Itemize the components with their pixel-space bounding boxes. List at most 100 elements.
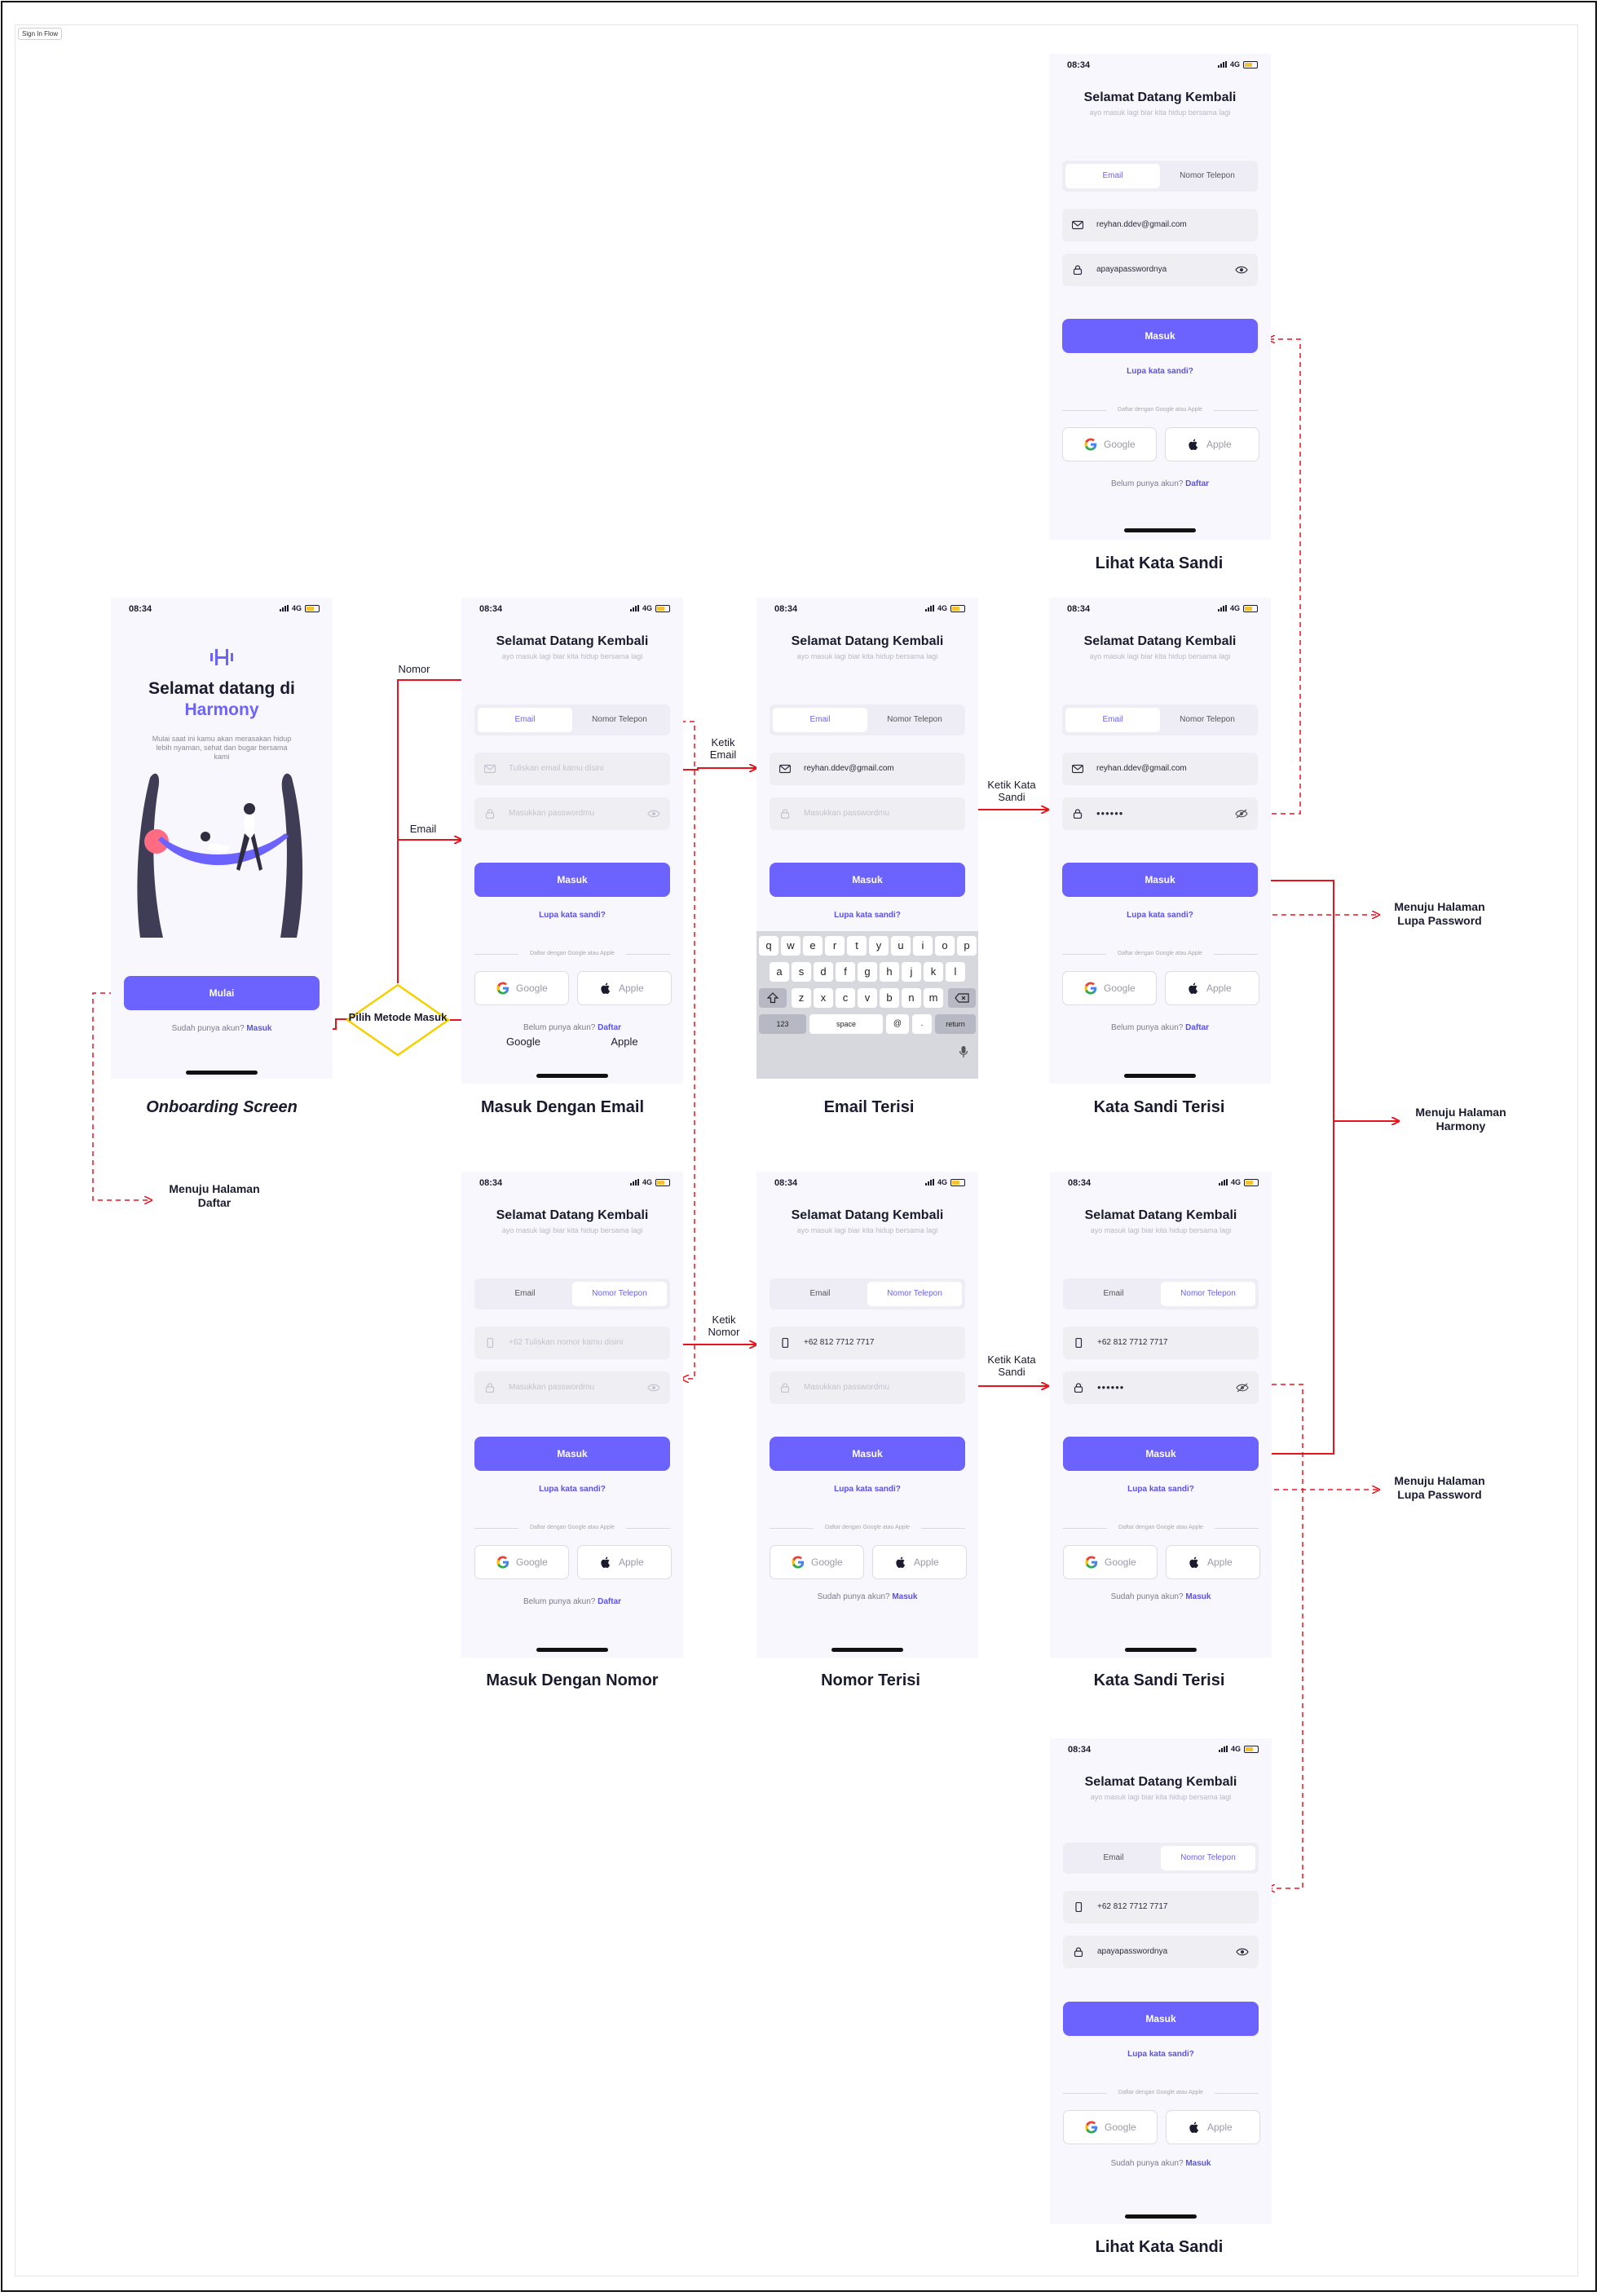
- password-field[interactable]: ••••••: [1062, 797, 1258, 830]
- start-button[interactable]: Mulai: [124, 976, 320, 1010]
- return-key[interactable]: return: [935, 1014, 976, 1034]
- register-link[interactable]: Daftar: [598, 1023, 622, 1032]
- forgot-password-link[interactable]: Lupa kata sandi?: [1127, 367, 1193, 376]
- login-button[interactable]: Masuk: [474, 1437, 670, 1471]
- dot-key[interactable]: .: [912, 1014, 932, 1034]
- apple-button[interactable]: Apple: [872, 1545, 967, 1579]
- google-button[interactable]: Google: [1062, 427, 1157, 461]
- key-n[interactable]: n: [902, 988, 921, 1008]
- tab-phone[interactable]: Nomor Telepon: [1180, 715, 1235, 724]
- tab-phone[interactable]: Nomor Telepon: [867, 1282, 962, 1306]
- password-field[interactable]: apayapasswordnya: [1063, 1936, 1259, 1968]
- password-field[interactable]: Masukkan passwordmu: [770, 1371, 965, 1404]
- key-o[interactable]: o: [935, 936, 955, 956]
- eye-off-icon[interactable]: [1236, 1383, 1249, 1393]
- forgot-password-link[interactable]: Lupa kata sandi?: [1127, 1485, 1194, 1494]
- password-field[interactable]: apayapasswordnya: [1062, 254, 1258, 286]
- password-field[interactable]: ••••••: [1063, 1371, 1259, 1404]
- key-f[interactable]: f: [836, 962, 855, 982]
- phone-field[interactable]: +62 812 7712 7717: [1063, 1327, 1259, 1359]
- register-link[interactable]: Daftar: [1185, 479, 1210, 488]
- space-key[interactable]: space: [809, 1014, 883, 1034]
- tab-email[interactable]: Email: [809, 1289, 831, 1298]
- key-p[interactable]: p: [957, 936, 977, 956]
- key-d[interactable]: d: [814, 962, 833, 982]
- key-x[interactable]: x: [814, 988, 833, 1008]
- eye-icon[interactable]: [1235, 265, 1248, 275]
- apple-button[interactable]: Apple: [1165, 971, 1259, 1005]
- forgot-password-link[interactable]: Lupa kata sandi?: [539, 1485, 606, 1494]
- login-link[interactable]: Masuk: [892, 1592, 918, 1601]
- key-y[interactable]: y: [869, 936, 889, 956]
- tab-email[interactable]: Email: [478, 708, 572, 732]
- tab-phone[interactable]: Nomor Telepon: [572, 1282, 667, 1306]
- password-field[interactable]: Masukkan passwordmu: [474, 797, 670, 830]
- key-q[interactable]: q: [759, 936, 778, 956]
- email-field[interactable]: Tuliskan email kamu disini: [474, 753, 670, 785]
- email-field[interactable]: reyhan.ddev@gmail.com: [1062, 209, 1258, 241]
- password-field[interactable]: Masukkan passwordmu: [770, 797, 965, 830]
- key-k[interactable]: k: [924, 962, 943, 982]
- forgot-password-link[interactable]: Lupa kata sandi?: [1127, 911, 1193, 920]
- key-w[interactable]: w: [781, 936, 800, 956]
- shift-key[interactable]: [759, 988, 787, 1008]
- google-button[interactable]: Google: [770, 1545, 864, 1579]
- register-link[interactable]: Daftar: [598, 1597, 622, 1606]
- at-key[interactable]: @: [886, 1014, 909, 1034]
- key-r[interactable]: r: [825, 936, 845, 956]
- phone-field[interactable]: +62 812 7712 7717: [1063, 1891, 1259, 1923]
- google-button[interactable]: Google: [1063, 1545, 1158, 1579]
- tab-email[interactable]: Email: [1065, 164, 1160, 188]
- key-h[interactable]: h: [880, 962, 899, 982]
- login-button[interactable]: Masuk: [1063, 1437, 1259, 1471]
- google-button[interactable]: Google: [1062, 971, 1157, 1005]
- tab-phone[interactable]: Nomor Telepon: [592, 715, 647, 724]
- key-c[interactable]: c: [836, 988, 855, 1008]
- key-m[interactable]: m: [924, 988, 943, 1008]
- phone-field[interactable]: +62 Tuliskan nomor kamu disini: [474, 1327, 670, 1359]
- tab-email[interactable]: Email: [1065, 708, 1160, 732]
- key-g[interactable]: g: [858, 962, 877, 982]
- key-b[interactable]: b: [880, 988, 899, 1008]
- eye-icon[interactable]: [647, 1383, 660, 1393]
- phone-field[interactable]: +62 812 7712 7717: [770, 1327, 965, 1359]
- email-field[interactable]: reyhan.ddev@gmail.com: [770, 753, 965, 785]
- apple-button[interactable]: Apple: [1166, 2110, 1260, 2144]
- login-button[interactable]: Masuk: [770, 863, 965, 897]
- backspace-key[interactable]: [948, 988, 976, 1008]
- password-field[interactable]: Masukkan passwordmu: [474, 1371, 670, 1404]
- login-button[interactable]: Masuk: [1063, 2002, 1259, 2036]
- forgot-password-link[interactable]: Lupa kata sandi?: [834, 911, 901, 920]
- apple-button[interactable]: Apple: [1166, 1545, 1260, 1579]
- key-u[interactable]: u: [891, 936, 911, 956]
- login-link[interactable]: Masuk: [246, 1024, 272, 1033]
- key-s[interactable]: s: [792, 962, 811, 982]
- key-j[interactable]: j: [902, 962, 921, 982]
- key-a[interactable]: a: [770, 962, 789, 982]
- tab-email[interactable]: Email: [514, 1289, 536, 1298]
- google-button[interactable]: Google: [1063, 2110, 1158, 2144]
- key-l[interactable]: l: [946, 962, 965, 982]
- apple-button[interactable]: Apple: [1165, 427, 1259, 461]
- microphone-icon[interactable]: [959, 1045, 968, 1058]
- apple-button[interactable]: Apple: [577, 971, 672, 1005]
- email-field[interactable]: reyhan.ddev@gmail.com: [1062, 753, 1258, 785]
- tab-phone[interactable]: Nomor Telepon: [1161, 1846, 1255, 1870]
- tab-phone[interactable]: Nomor Telepon: [1161, 1282, 1255, 1306]
- eye-icon[interactable]: [647, 809, 660, 819]
- login-button[interactable]: Masuk: [770, 1437, 965, 1471]
- tab-phone[interactable]: Nomor Telepon: [887, 715, 942, 724]
- key-i[interactable]: i: [913, 936, 933, 956]
- key-e[interactable]: e: [803, 936, 823, 956]
- key-t[interactable]: t: [847, 936, 867, 956]
- forgot-password-link[interactable]: Lupa kata sandi?: [539, 911, 606, 920]
- login-button[interactable]: Masuk: [474, 863, 670, 897]
- login-button[interactable]: Masuk: [1062, 863, 1258, 897]
- login-link[interactable]: Masuk: [1185, 1592, 1211, 1601]
- tab-email[interactable]: Email: [1103, 1853, 1124, 1862]
- login-link[interactable]: Masuk: [1185, 2159, 1211, 2168]
- apple-button[interactable]: Apple: [577, 1545, 672, 1579]
- key-z[interactable]: z: [792, 988, 811, 1008]
- tab-phone[interactable]: Nomor Telepon: [1180, 171, 1235, 180]
- login-button[interactable]: Masuk: [1062, 319, 1258, 353]
